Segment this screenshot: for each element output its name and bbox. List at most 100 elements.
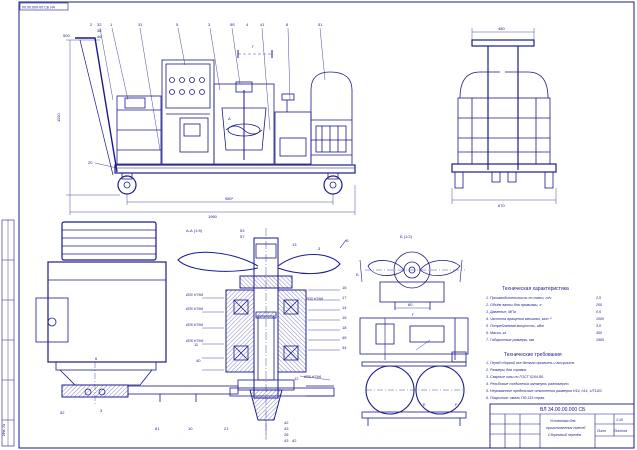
fit-note-3: Ø35 H7/k6 [185, 323, 203, 327]
section-mark-g: Г [252, 44, 255, 49]
sec-callout-17: 17 [342, 295, 347, 300]
section-mark-a: А [228, 116, 231, 121]
view-g-label-e: Е [423, 402, 426, 407]
view-g-tanks [359, 317, 469, 426]
sec-callout-12: 12 [294, 376, 299, 381]
end-view-dim-top: 480 [498, 26, 505, 31]
name-line-3: Сборочный чертёж [548, 433, 582, 437]
callout-2: 2 [90, 22, 93, 27]
callout-46: 46 [97, 34, 102, 39]
sec-callout-45: 45 [342, 335, 347, 340]
dim-height: 1100 [56, 113, 61, 122]
sec-callout-43a: 43 [284, 426, 289, 431]
motor-callout-52: 52 [60, 410, 65, 415]
tech-req-title: Технические требования [504, 352, 562, 358]
cart-end-view [451, 28, 557, 204]
cart-callout-labels: 2 32 36 46 1 31 5 3 5б 4 41 8 51 20 1960… [56, 22, 323, 219]
callout-5b: 5б [230, 22, 235, 27]
sec-callout-44: 44 [342, 345, 347, 350]
motor-callout-6: 6 [95, 356, 98, 361]
callout-36: 36 [97, 28, 102, 33]
view-b-dim: 60 [408, 302, 413, 307]
callout-20: 20 [88, 160, 93, 165]
sec-callout-15: 15 [342, 315, 347, 320]
name-line-1: Установка для [550, 419, 576, 423]
tech-spec-row-1: 2. Объём ванны для промывки, л [485, 303, 541, 307]
section-a-a-view [177, 228, 347, 440]
callout-8: 8 [286, 22, 289, 27]
tech-spec-val-1: 200 [595, 303, 602, 307]
tech-spec-val-6: 1960 [596, 338, 604, 342]
section-a-a-labels: А-А (1:5) Б 53 57 16 17 14 15 18 45 44 3… [185, 228, 349, 443]
tech-spec-val-0: 2,5 [595, 296, 601, 300]
document-stamp: 00.00.000-00 СБ ИЧ [19, 2, 69, 11]
view-b-letter: Б [356, 272, 359, 277]
callout-3: 3 [208, 22, 211, 27]
motor-callout-10: 10 [188, 426, 193, 431]
tech-spec-row-4: 5. Потребляемая мощность, кВт [486, 324, 544, 328]
view-g-title: Г [412, 312, 415, 317]
fit-note-5: Ø30 H7/k6 [305, 297, 323, 301]
technical-specification: Техническая характеристика 1. Производит… [485, 286, 604, 342]
view-b-labels: Б (1:2) Б 60 [356, 234, 413, 307]
callout-32: 32 [97, 22, 102, 27]
sec-callout-43b: 43 [284, 438, 289, 443]
sheet-side-label: Инв. № [2, 424, 6, 436]
dim-top: 500 [63, 33, 70, 38]
callout-31: 31 [138, 22, 143, 27]
tech-req-row-3: 4. Резьбовые соединения затянуть равноме… [486, 382, 569, 386]
name-line-2: приготовления смесей [546, 426, 585, 430]
view-g-labels: Г Е F [412, 312, 458, 407]
dim-wheelbase: 980* [225, 196, 234, 201]
tech-spec-row-6: 7. Габаритные размеры, мм [486, 338, 535, 342]
sec-callout-57: 57 [240, 234, 245, 239]
sec-callout-53: 53 [240, 228, 245, 233]
fit-note-6: Ø30 H7/k6 [303, 375, 321, 379]
sec-callout-42a: 42 [284, 420, 289, 425]
tech-spec-val-5: 450 [596, 331, 602, 335]
fit-note-1: Ø30 H7/k6 [185, 293, 203, 297]
section-a-a-title: А-А (1:5) [186, 228, 203, 233]
view-g-label-f: F [455, 402, 458, 407]
tech-req-row-1: 2. Размеры для справок. [485, 368, 527, 372]
sec-callout-26: 26 [284, 432, 289, 437]
fit-note-2: Ø30 H7/k6 [185, 307, 203, 311]
sec-callout-16: 16 [342, 285, 347, 290]
end-view-dim-bottom: 670 [498, 203, 505, 208]
motor-callouts: 3 52 6 61 10 [60, 356, 193, 431]
view-b-title: Б (1:2) [400, 234, 413, 239]
sec-callout-21: 21 [224, 426, 229, 431]
tech-spec-row-5: 6. Масса, кг [486, 331, 506, 335]
motor-assembly-view [35, 221, 239, 406]
tech-req-row-0: 1. Перед сборкой все детали промыть и вы… [486, 361, 575, 365]
sec-callout-13: 13 [292, 242, 297, 247]
sec-callout-11: 11 [194, 342, 199, 347]
callout-41: 41 [260, 22, 265, 27]
title-block [489, 403, 635, 449]
callout-51: 51 [318, 22, 323, 27]
sec-callout-18: 18 [342, 325, 347, 330]
tech-spec-title: Техническая характеристика [502, 286, 569, 292]
motor-callout-61: 61 [155, 426, 160, 431]
tech-spec-row-0: 1. Производительность по смеси, т/ч [486, 296, 551, 300]
callout-5: 5 [176, 22, 179, 27]
tech-spec-val-3: 1000 [596, 317, 604, 321]
fit-note-4: Ø35 H7/h6 [185, 339, 203, 343]
callout-1: 1 [110, 22, 113, 27]
tech-req-row-2: 3. Сварные швы по ГОСТ 5264-80. [486, 375, 544, 379]
sec-callout-42b: 42 [292, 438, 297, 443]
callout-4: 4 [246, 22, 249, 27]
cart-side-view [66, 27, 356, 215]
tech-req-row-5: 6. Покрытие: эмаль ПФ-115 серая. [486, 396, 545, 400]
tech-spec-val-2: 0,6 [596, 310, 601, 314]
tech-spec-row-3: 4. Частота вращения мешалки, мин⁻¹ [486, 317, 552, 321]
scale-value: 1:10 [616, 418, 623, 422]
technical-requirements: Технические требования 1. Перед сборкой … [485, 352, 603, 400]
sec-callout-14: 14 [342, 305, 347, 310]
doc-code: ВЛ 34.00.00.000 СБ [540, 407, 586, 413]
tech-spec-val-4: 3,0 [596, 324, 601, 328]
section-letter-b: Б [346, 238, 349, 243]
dim-overall-length: 1960 [208, 214, 218, 219]
